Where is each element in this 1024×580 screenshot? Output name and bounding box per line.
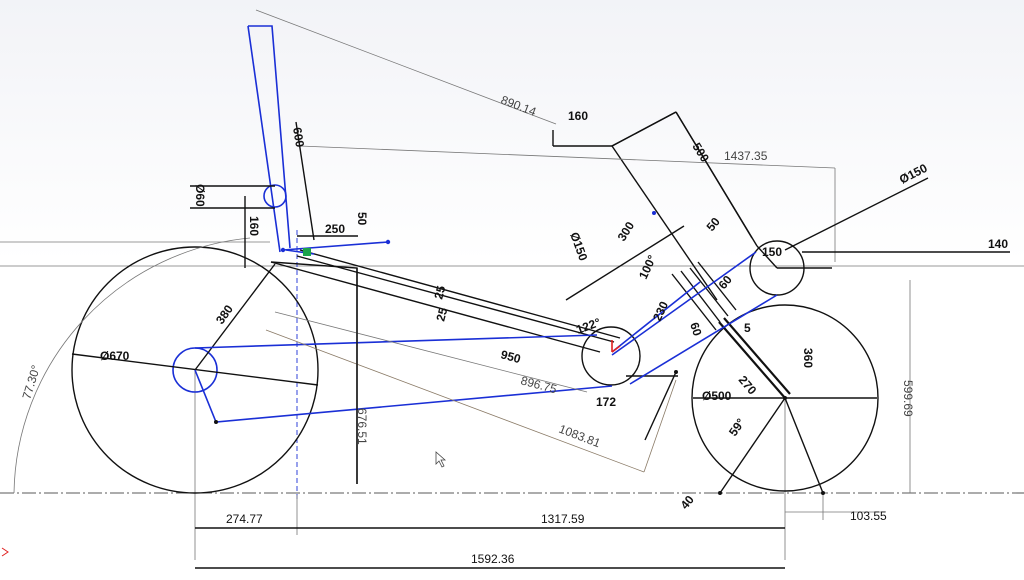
rear-wheel [71,246,319,494]
dim-1437[interactable]: 1437.35 [724,149,768,163]
chain-to-crank-top [611,251,757,356]
dim-160-top[interactable]: 160 [568,109,588,123]
head-tube-c [697,261,737,311]
dim-50-right[interactable]: 50 [704,214,724,233]
chainstay-link [644,371,677,441]
dim-500-line [675,111,753,239]
dim-25-a[interactable]: 25 [431,284,448,301]
steer-link [756,245,778,269]
fixed-point-marker[interactable] [303,248,311,256]
seat-top-blue [282,241,389,251]
endpoint-dot-5[interactable] [674,370,678,374]
dim-600-line [295,121,315,241]
markers [1,211,825,557]
dim-1592[interactable]: 1592.36 [471,552,515,566]
dim-60[interactable]: Ø60 [193,184,207,207]
dim-phi500[interactable]: Ø500 [702,389,732,403]
dim-59deg[interactable]: 59° [726,416,748,439]
rake-point[interactable] [718,491,722,495]
trail-line [784,397,824,494]
endpoint-dot-4[interactable] [214,420,218,424]
dim-890-line [255,9,557,125]
dimension-labels: 890.14 160 500 1437.35 600 Ø150 Ø60 160 … [19,93,1008,566]
dim-250[interactable]: 250 [325,222,345,236]
head-tube-a [680,270,721,323]
dim-1083[interactable]: 1083.81 [557,422,603,451]
dim-phi150-right[interactable]: Ø150 [897,161,930,187]
dim-50-left[interactable]: 50 [355,212,369,226]
view-triad-icon [1,547,9,557]
dim-5[interactable]: 5 [744,321,751,335]
chain-mid [611,281,701,353]
dim-380[interactable]: 380 [213,302,236,327]
dim-77deg[interactable]: 77.30° [19,363,43,401]
rake-line [719,397,786,494]
headrest-circle [263,184,287,208]
dim-676[interactable]: 676.51 [355,408,369,445]
endpoint-dot-2[interactable] [280,247,286,253]
dim-100deg[interactable]: 100° [636,253,659,282]
dim-600[interactable]: 600 [290,126,307,148]
dim-25-b[interactable]: 25 [433,306,450,323]
dim-500-top[interactable]: 500 [689,140,712,165]
dim-phi670[interactable]: Ø670 [100,349,130,363]
mouse-cursor-icon [435,451,447,468]
bottom-bracket-circle [581,326,641,386]
dim-300-line [565,225,685,301]
centerlines [0,230,1024,560]
backrest-outline-a [248,25,291,249]
bottom-dimensions [190,121,885,569]
trail-point[interactable] [821,491,825,495]
main-tube-upper [299,249,621,339]
dim-160-left[interactable]: 160 [247,216,261,236]
endpoint-dot[interactable] [385,239,391,245]
dim-599[interactable]: 599.69 [901,380,915,417]
dim-300[interactable]: 300 [615,219,638,244]
seat-bottom-line [270,261,358,484]
dim-1083-line [265,329,645,473]
dim-230[interactable]: 230 [650,299,671,323]
phi150-leader [784,177,929,251]
main-tube-bottom [270,261,601,353]
dim-890[interactable]: 890.14 [499,93,539,119]
head-tube-d [671,273,717,331]
endpoint-dot-3[interactable] [652,211,656,215]
front-fork-blade [718,321,786,399]
reference-lines [13,9,1010,494]
dim-phi150-mid[interactable]: Ø150 [567,230,590,263]
dim-274[interactable]: 274.77 [226,512,263,526]
angle-77-arc [13,237,251,494]
origin-icon [611,340,621,353]
dim-40[interactable]: 40 [678,492,698,511]
head-tube-b [689,267,729,317]
dim-172[interactable]: 172 [596,395,616,409]
chain-top [194,334,598,349]
dim-160-top-ext [611,111,677,147]
dim-140[interactable]: 140 [988,237,1008,251]
dim-360[interactable]: 360 [801,348,815,368]
construction-geometry [194,25,778,423]
dim-270[interactable]: 270 [736,373,760,398]
dim-122deg[interactable]: 122° [574,315,602,337]
front-axle-point[interactable] [783,396,787,400]
main-tube-top [296,255,615,343]
front-fork-blade-2 [723,317,791,395]
dim-1437-line [299,145,836,169]
dim-103[interactable]: 103.55 [850,509,887,523]
dim-1083-ext [643,379,677,473]
backrest-outline-b [247,25,281,253]
dim-60-b[interactable]: 60 [687,321,705,338]
dim-150[interactable]: 150 [762,245,782,259]
chain-to-crank-bottom [629,294,778,385]
dim-950[interactable]: 950 [499,347,522,366]
front-wheel [691,304,879,492]
dim-896-line [274,311,588,393]
fork-lower-line [611,145,718,301]
dim-1317[interactable]: 1317.59 [541,512,585,526]
rear-stay [194,263,276,371]
